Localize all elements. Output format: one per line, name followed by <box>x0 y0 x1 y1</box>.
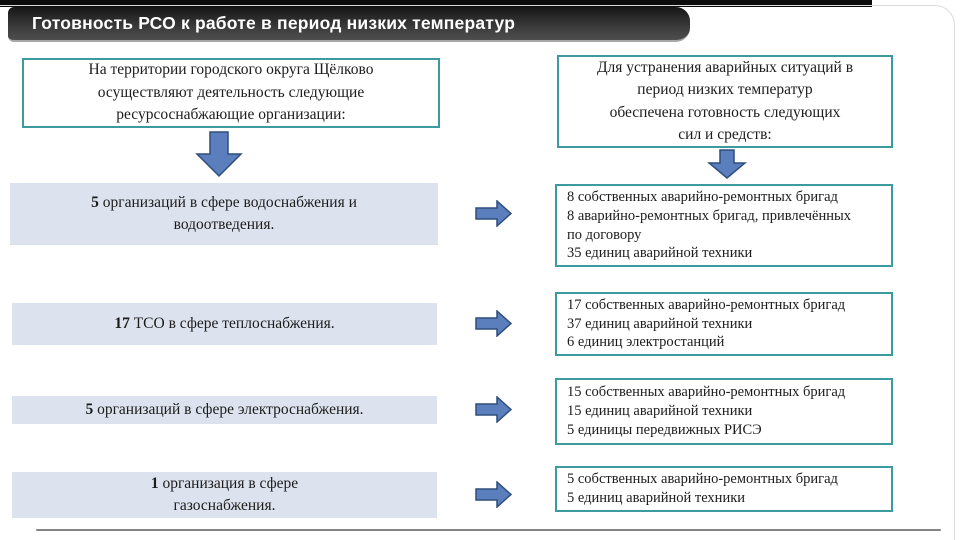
org-box-heating: 17 ТСО в сфере теплоснабжения. <box>12 303 437 345</box>
org-label: организаций в сфере электроснабжения. <box>93 401 364 419</box>
right-arrow-icon <box>475 310 513 337</box>
right-column-header-box: Для устранения аварийных ситуаций в пери… <box>557 55 893 148</box>
org-box-gas: 1 организация в сфере газоснабжения. <box>12 472 437 518</box>
right-column-header-text: Для устранения аварийных ситуаций в пери… <box>596 58 854 143</box>
org-label: организация в сфере газоснабжения. <box>162 475 299 514</box>
down-arrow-icon <box>195 131 243 178</box>
top-strip <box>0 0 872 7</box>
resources-box-gas: 5 собственных аварийно-ремонтных бригад … <box>555 466 893 512</box>
resources-box-heating: 17 собственных аварийно-ремонтных бригад… <box>555 292 893 356</box>
resource-line: 17 собственных аварийно-ремонтных бригад <box>567 296 846 313</box>
right-arrow-icon <box>475 396 513 423</box>
resource-line: 8 аварийно-ремонтных бригад, привлечённы… <box>567 207 851 243</box>
org-count: 17 <box>114 315 130 333</box>
resources-box-water: 8 собственных аварийно-ремонтных бригад … <box>555 184 893 267</box>
org-box-electric: 5 организаций в сфере электроснабжения. <box>12 396 437 424</box>
page-title-text: Готовность РСО к работе в период низких … <box>32 13 516 33</box>
left-column-header-box: На территории городского округа Щёлково … <box>22 58 440 128</box>
right-arrow-icon <box>475 200 513 227</box>
org-count: 5 <box>91 194 99 212</box>
resource-line: 15 собственных аварийно-ремонтных бригад <box>567 384 846 401</box>
org-count: 5 <box>85 401 94 419</box>
resource-line: 5 единиц аварийной техники <box>567 490 746 506</box>
window-frame <box>0 5 955 540</box>
org-box-gas-text: 1 организация в сфере газоснабжения. <box>143 473 306 516</box>
right-arrow-icon <box>475 481 513 508</box>
resource-line: 6 единиц электростанций <box>567 334 725 351</box>
org-label: организаций в сфере водоснабжения и водо… <box>102 194 357 233</box>
page-title: Готовность РСО к работе в период низких … <box>8 7 690 42</box>
resources-box-electric: 15 собственных аварийно-ремонтных бригад… <box>555 378 893 445</box>
org-box-electric-text: 5 организаций в сфере электроснабжения. <box>77 399 371 421</box>
resource-line: 8 собственных аварийно-ремонтных бригад <box>567 188 838 205</box>
org-count: 1 <box>150 475 159 493</box>
org-label: ТСО в сфере теплоснабжения. <box>129 315 335 333</box>
resource-line: 15 единиц аварийной техники <box>567 403 753 420</box>
resource-line: 5 собственных аварийно-ремонтных бригад <box>567 471 838 488</box>
left-column-header-text: На территории городского округа Щёлково … <box>88 61 374 124</box>
resource-line: 5 единицы передвижных РИСЭ <box>567 421 762 438</box>
down-arrow-icon <box>707 149 747 179</box>
slide-bottom-edge <box>36 529 941 531</box>
org-box-heating-text: 17 ТСО в сфере теплоснабжения. <box>106 313 342 335</box>
resource-line: 35 единиц аварийной техники <box>567 245 753 262</box>
org-box-water-text: 5 организаций в сфере водоснабжения и во… <box>83 192 365 235</box>
resource-line: 37 единиц аварийной техники <box>567 315 753 332</box>
org-box-water: 5 организаций в сфере водоснабжения и во… <box>10 183 438 245</box>
